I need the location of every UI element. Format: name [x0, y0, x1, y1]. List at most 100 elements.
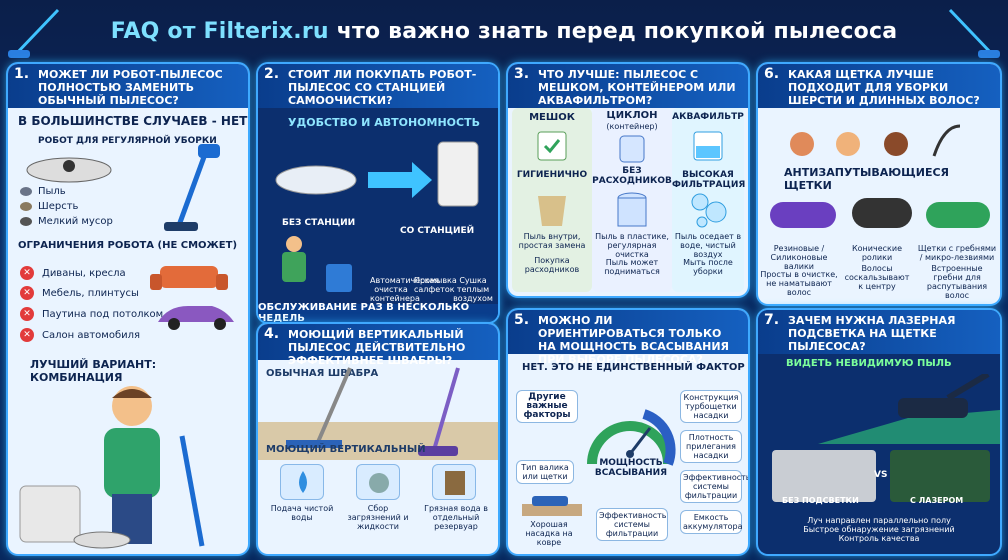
robot-station-icon: [275, 141, 479, 207]
question-text: Какая щетка лучше подходит для уборки ше…: [788, 68, 980, 107]
brush-on-carpet-icon: [522, 496, 582, 516]
question-number: 4.: [264, 326, 280, 342]
vacuum-icon: [8, 8, 60, 58]
laser-note: Быстрое обнаружение загрязнений: [803, 525, 955, 534]
laser-brush-icon: [818, 374, 1000, 444]
brush-name: Резиновые / Силиконовые валики: [770, 244, 828, 271]
with-station: Со станцией: [400, 226, 475, 236]
bottom-factor: Эффективность системы фильтрации: [596, 508, 668, 541]
question-text: Моющий вертикальный пылесос действительн…: [288, 328, 466, 367]
question-number: 1.: [14, 66, 30, 82]
brush-name: Щетки с гребнями / микро-лезвиями: [917, 244, 997, 262]
can-item: Пыль: [20, 186, 66, 197]
question-text: Зачем нужна лазерная подсветка на щетке …: [788, 314, 956, 353]
right-factor: Конструкция турбощетки насадки: [680, 390, 742, 423]
faq-card-4: 4. Моющий вертикальный пылесос действите…: [258, 324, 498, 554]
label-no-light: Без подсветки: [782, 496, 859, 505]
wet-title: Моющий вертикальный: [266, 444, 426, 455]
title-rest: что важно знать перед покупкой пылесоса: [336, 18, 898, 44]
without-station: Без станции: [282, 218, 356, 228]
option-bag: Мешок Гигиенично Пыль внутри, простая за…: [512, 108, 592, 292]
q2-subtitle: Удобство и автономность: [288, 116, 480, 129]
container-icon: [619, 135, 645, 163]
mop-title: Обычная швабра: [266, 368, 379, 379]
step-box: [280, 464, 324, 500]
water-tank-icon: [693, 131, 723, 161]
answer-title: В большинстве случаев - нет: [18, 114, 248, 128]
question-number: 6.: [764, 66, 780, 82]
trash-bag-icon: [538, 196, 566, 226]
step-box: [432, 464, 476, 500]
faq-card-2: 2. Стоит ли покупать робот-пылесос со ст…: [258, 64, 498, 322]
option-aquafilter: Аквафильтр Высокая фильтрация Пыль оседа…: [672, 108, 745, 292]
left-factor: Тип валика или щетки: [516, 460, 574, 484]
faq-card-3: 3. Что лучше: пылесос с мешком, контейне…: [508, 64, 748, 296]
wet-step: Сбор загрязнений и жидкости: [347, 504, 409, 531]
manual-cleaning-icon: [282, 236, 352, 292]
wet-step: Подача чистой воды: [270, 504, 334, 522]
floor-without-light: [772, 450, 876, 502]
can-item: Шерсть: [20, 201, 78, 212]
question-number: 5.: [514, 312, 530, 328]
question-1-header: 1. Может ли робот-пылесос полностью заме…: [8, 64, 248, 108]
question-2-header: 2. Стоит ли покупать робот-пылесос со ст…: [258, 64, 498, 108]
question-number: 3.: [514, 66, 530, 82]
can-item: Мелкий мусор: [20, 216, 113, 227]
laser-note: Луч направлен параллельно полу: [807, 516, 951, 525]
station-feature: Автоматическая очистка контейнера: [370, 276, 440, 303]
cannot-item: ✕Мебель, плинтусы: [20, 286, 139, 300]
bag-icon: [537, 131, 567, 161]
cannot-item: ✕Салон автомобиля: [20, 328, 140, 342]
question-6-header: 6. Какая щетка лучше подходит для уборки…: [758, 64, 1000, 108]
left-factor: Хорошая насадка на ковре: [525, 520, 573, 547]
question-7-header: 7. Зачем нужна лазерная подсветка на щет…: [758, 310, 1000, 354]
stick-vacuum-icon: [164, 144, 220, 231]
faq-card-6: 6. Какая щетка лучше подходит для уборки…: [758, 64, 1000, 304]
wet-step: Грязная вода в отдельный резервуар: [424, 504, 488, 531]
question-3-header: 3. Что лучше: пылесос с мешком, контейне…: [508, 64, 748, 108]
q6-subtitle: Антизапутывающиеся щетки: [784, 166, 949, 192]
q5-answer: Нет. Это не единственный фактор: [522, 362, 745, 373]
cannot-item: ✕Диваны, кресла: [20, 266, 126, 280]
q2-note: Обслуживание раз в несколько недель: [258, 302, 498, 322]
laser-note: Контроль качества: [838, 534, 920, 543]
best-title: Лучший вариант: комбинация: [30, 358, 157, 384]
vacuum-icon: [948, 8, 1000, 58]
faq-card-1: 1. Может ли робот-пылесос полностью заме…: [8, 64, 248, 554]
station-feature: Сушка теплым воздухом: [453, 276, 493, 303]
faq-card-7: 7. Зачем нужна лазерная подсветка на щет…: [758, 310, 1000, 554]
robot-vacuum-icon: [26, 157, 112, 183]
question-5-header: 5. Можно ли ориентироваться только на мо…: [508, 310, 748, 366]
question-text: Можно ли ориентироваться только на мощно…: [538, 314, 729, 366]
gauge-label: Мощность всасывания: [594, 458, 668, 478]
page-title: FAQ от Filterix.ru что важно знать перед…: [0, 0, 1008, 62]
furniture-car-icons: [150, 266, 234, 330]
q7-subtitle: Видеть невидимую пыль: [786, 358, 952, 369]
mop-vs-wet-vacuum-icon: [258, 367, 498, 460]
person-with-vacuum-icon: [19, 386, 205, 549]
other-factors: Другие важные факторы: [516, 390, 578, 423]
cannot-item: ✕Паутина под потолком: [20, 307, 163, 321]
question-text: Может ли робот-пылесос полностью заменит…: [38, 68, 223, 107]
regular-title: Робот для регулярной уборки: [38, 136, 217, 146]
bubbles-icon: [691, 193, 727, 228]
brush-desc: Встроенные гребни для распутывания волос: [926, 264, 988, 300]
question-number: 7.: [764, 312, 780, 328]
right-factor: Емкость аккумулятора: [680, 510, 743, 534]
label-laser: С лазером: [910, 496, 964, 505]
faq-card-5: 5. Можно ли ориентироваться только на мо…: [508, 310, 748, 554]
floor-with-laser: [890, 450, 990, 502]
cyclone-icon: [617, 192, 647, 227]
question-text: Стоит ли покупать робот-пылесос со станц…: [288, 68, 477, 107]
question-4-header: 4. Моющий вертикальный пылесос действите…: [258, 324, 498, 367]
brush-name: Конические ролики: [851, 244, 902, 262]
suction-gauge-icon: [587, 409, 676, 466]
step-box: [356, 464, 400, 500]
brush-rollers-icon: [770, 198, 990, 228]
paw-hair-icons: [790, 124, 961, 157]
right-factor: Плотность прилегания насадки: [680, 430, 742, 463]
question-number: 2.: [264, 66, 280, 82]
option-cyclone: Циклон (контейнер) Без расходников Пыль …: [592, 108, 672, 292]
brush-desc: Волосы соскальзывают к центру: [844, 264, 910, 291]
limits-title: Ограничения робота (не сможет): [18, 240, 238, 251]
